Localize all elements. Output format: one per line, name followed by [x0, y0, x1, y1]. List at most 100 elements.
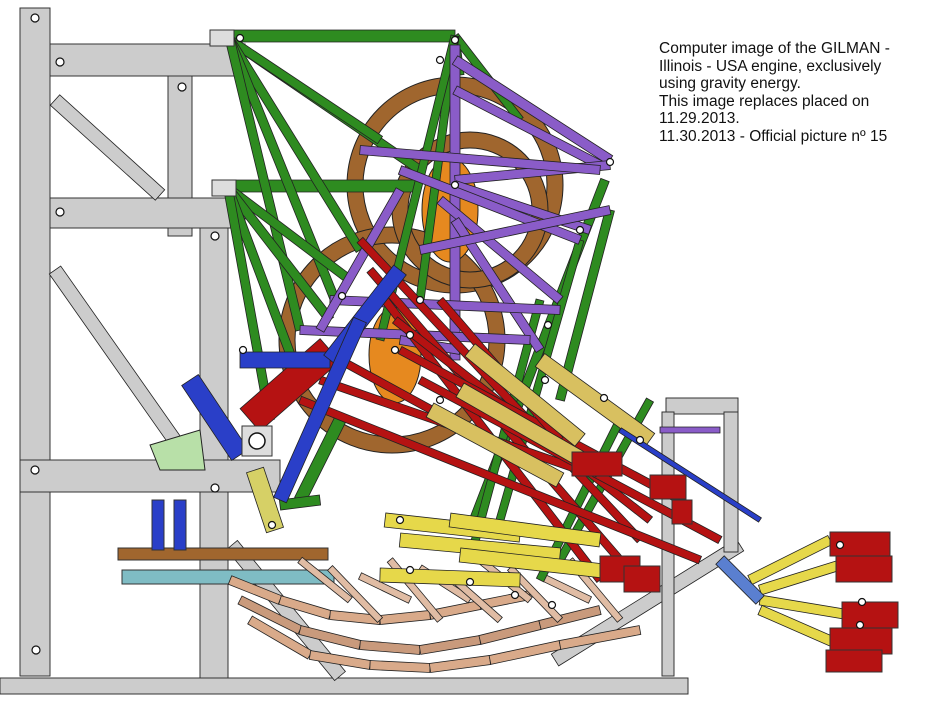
- pivot-pin: [415, 295, 425, 305]
- chain-link: [359, 640, 421, 655]
- pivot-pin: [435, 395, 445, 405]
- pivot-pin: [267, 520, 277, 530]
- purple-arm: [659, 426, 721, 434]
- platform: [117, 547, 329, 561]
- pivot-pins: [235, 33, 867, 630]
- green-bracket: [149, 429, 206, 471]
- frame-cage-top: [665, 397, 739, 415]
- pivot-pin: [238, 345, 248, 355]
- frame-beam-middle: [49, 197, 246, 229]
- caption-text: Computer image of the GILMAN - Illinois …: [659, 40, 939, 146]
- chain-link: [369, 660, 431, 673]
- chain-link: [379, 610, 431, 625]
- pivot-pin: [450, 180, 460, 190]
- purple-arm: [359, 145, 601, 175]
- blue-link: [715, 555, 765, 605]
- pivot-pin: [835, 540, 845, 550]
- yellow-cylinder: [448, 512, 602, 548]
- caption-line: 11.29.2013.: [659, 110, 740, 128]
- pivot-pin: [30, 13, 40, 23]
- blue-link: [618, 427, 762, 523]
- red-weight: [825, 649, 883, 673]
- pivot-pin: [435, 55, 445, 65]
- pivot-pin: [210, 483, 220, 493]
- blue-leg: [151, 499, 165, 551]
- purple-arms: [299, 44, 721, 434]
- pivot-pin: [547, 600, 557, 610]
- chain-link: [488, 640, 562, 665]
- platform-base: [121, 569, 335, 585]
- frame-base: [0, 677, 689, 695]
- pivot-pin: [635, 435, 645, 445]
- pivot-pin: [575, 225, 585, 235]
- pivot-pin: [543, 320, 553, 330]
- frame-beam-lower: [19, 459, 281, 493]
- green-arm: [555, 208, 615, 402]
- pivot-pin: [599, 393, 609, 403]
- blue-levers: [149, 264, 765, 605]
- yellow-cylinder: [379, 567, 521, 588]
- chain-link: [538, 605, 602, 630]
- red-weights: [571, 451, 899, 673]
- pivot-pin: [605, 157, 615, 167]
- caption-line: Computer image of the GILMAN -: [659, 40, 890, 57]
- pivot-pin: [405, 330, 415, 340]
- caption-line: using gravity energy.: [659, 75, 801, 93]
- chain-link: [478, 620, 542, 645]
- pivot-pin: [30, 465, 40, 475]
- chain-link: [418, 635, 482, 655]
- blue-leg: [173, 499, 187, 551]
- chain-link: [297, 556, 353, 604]
- support-frame: [0, 7, 745, 695]
- red-weight: [623, 565, 661, 593]
- chain-link: [326, 565, 384, 623]
- pivot-pin: [540, 375, 550, 385]
- frame-brace: [48, 265, 192, 460]
- caption-line: Illinois - USA engine, exclusively: [659, 57, 882, 75]
- red-weight: [671, 499, 693, 525]
- caption-line: 11.30.2013 - Official picture nº 15: [659, 127, 888, 145]
- chain-link: [558, 625, 642, 650]
- pivot-pin: [337, 291, 347, 301]
- green-bar-top: [229, 29, 456, 43]
- pivot-pin: [390, 345, 400, 355]
- red-rod: [297, 395, 703, 565]
- lower-link-chain: [227, 556, 642, 673]
- pivot-pin: [405, 565, 415, 575]
- purple-arm: [436, 195, 564, 305]
- chain-link: [428, 655, 492, 673]
- chain-link: [357, 572, 413, 604]
- pivot-pin: [395, 515, 405, 525]
- gear-icon: [248, 432, 266, 450]
- frame-brace: [49, 94, 166, 201]
- pivot-pin: [450, 35, 460, 45]
- yellow-cylinder: [534, 352, 656, 448]
- yellow-cylinder: [464, 343, 586, 447]
- green-hinge: [211, 179, 237, 197]
- yellow-cylinder: [245, 466, 285, 534]
- red-weight: [571, 451, 623, 477]
- green-arm: [278, 494, 322, 511]
- purple-arm: [451, 55, 614, 165]
- pivot-pin: [235, 33, 245, 43]
- pivot-pin: [55, 57, 65, 67]
- frame-beam-top: [49, 43, 246, 77]
- caption-line: This image replaces placed on: [659, 92, 870, 110]
- blue-lever: [273, 316, 367, 504]
- pivot-pin: [465, 577, 475, 587]
- red-weight: [649, 474, 687, 500]
- blue-lever: [239, 351, 331, 369]
- frame-cage-post: [723, 411, 739, 553]
- red-weight: [835, 555, 893, 583]
- pivot-pin: [510, 590, 520, 600]
- yellow-cylinder: [425, 402, 565, 488]
- pivot-pin: [857, 597, 867, 607]
- pivot-pin: [177, 82, 187, 92]
- pivot-pin: [855, 620, 865, 630]
- yellow-arm: [747, 534, 833, 586]
- red-weight: [841, 601, 899, 629]
- pivot-pin: [210, 231, 220, 241]
- pivot-pin: [31, 645, 41, 655]
- pivot-pin: [55, 207, 65, 217]
